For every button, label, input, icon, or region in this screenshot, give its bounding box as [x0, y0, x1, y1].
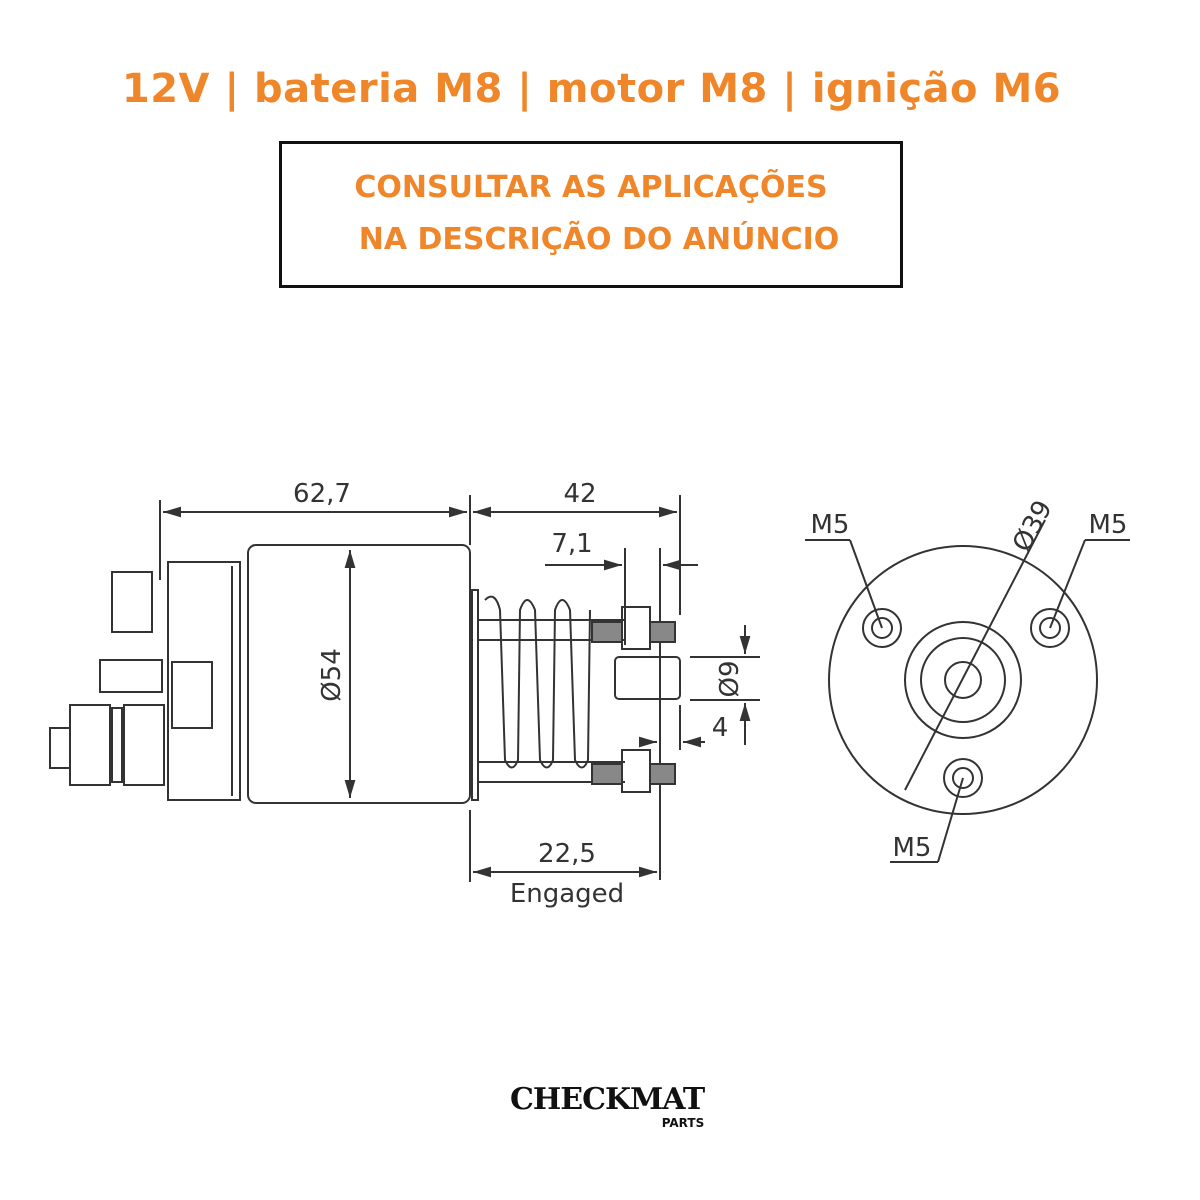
side-view — [49, 495, 760, 882]
notice-box: CONSULTAR AS APLICAÇÕES NA DESCRIÇÃO DO … — [279, 141, 903, 288]
notice-line-2: NA DESCRIÇÃO DO ANÚNCIO — [358, 222, 840, 257]
notice-line-1: CONSULTAR AS APLICAÇÕES — [354, 170, 828, 205]
label-hole-top-left: M5 — [811, 510, 850, 540]
dim-pin-offset: 4 — [712, 713, 729, 743]
dim-length: 62,7 — [293, 479, 351, 509]
dim-stud-offset: 7,1 — [551, 529, 592, 559]
label-hole-top-right: M5 — [1089, 510, 1128, 540]
label-hole-bottom: M5 — [893, 833, 932, 863]
spec-title: 12V | bateria M8 | motor M8 | ignição M6 — [121, 66, 1062, 112]
checkmat-logo: CHECKMAT PARTS — [510, 1082, 705, 1131]
dim-body-diameter: Ø54 — [317, 648, 347, 702]
front-view — [805, 519, 1130, 863]
engaged-label: Engaged — [510, 879, 624, 909]
logo-name: CHECKMAT — [510, 1082, 705, 1117]
dim-pin-diameter: Ø9 — [715, 660, 745, 697]
dim-engaged-length: 22,5 — [538, 839, 596, 869]
logo-sub: PARTS — [661, 1116, 705, 1130]
dim-plunger-length: 42 — [563, 479, 596, 509]
dim-bolt-circle: Ø39 — [1007, 496, 1059, 557]
